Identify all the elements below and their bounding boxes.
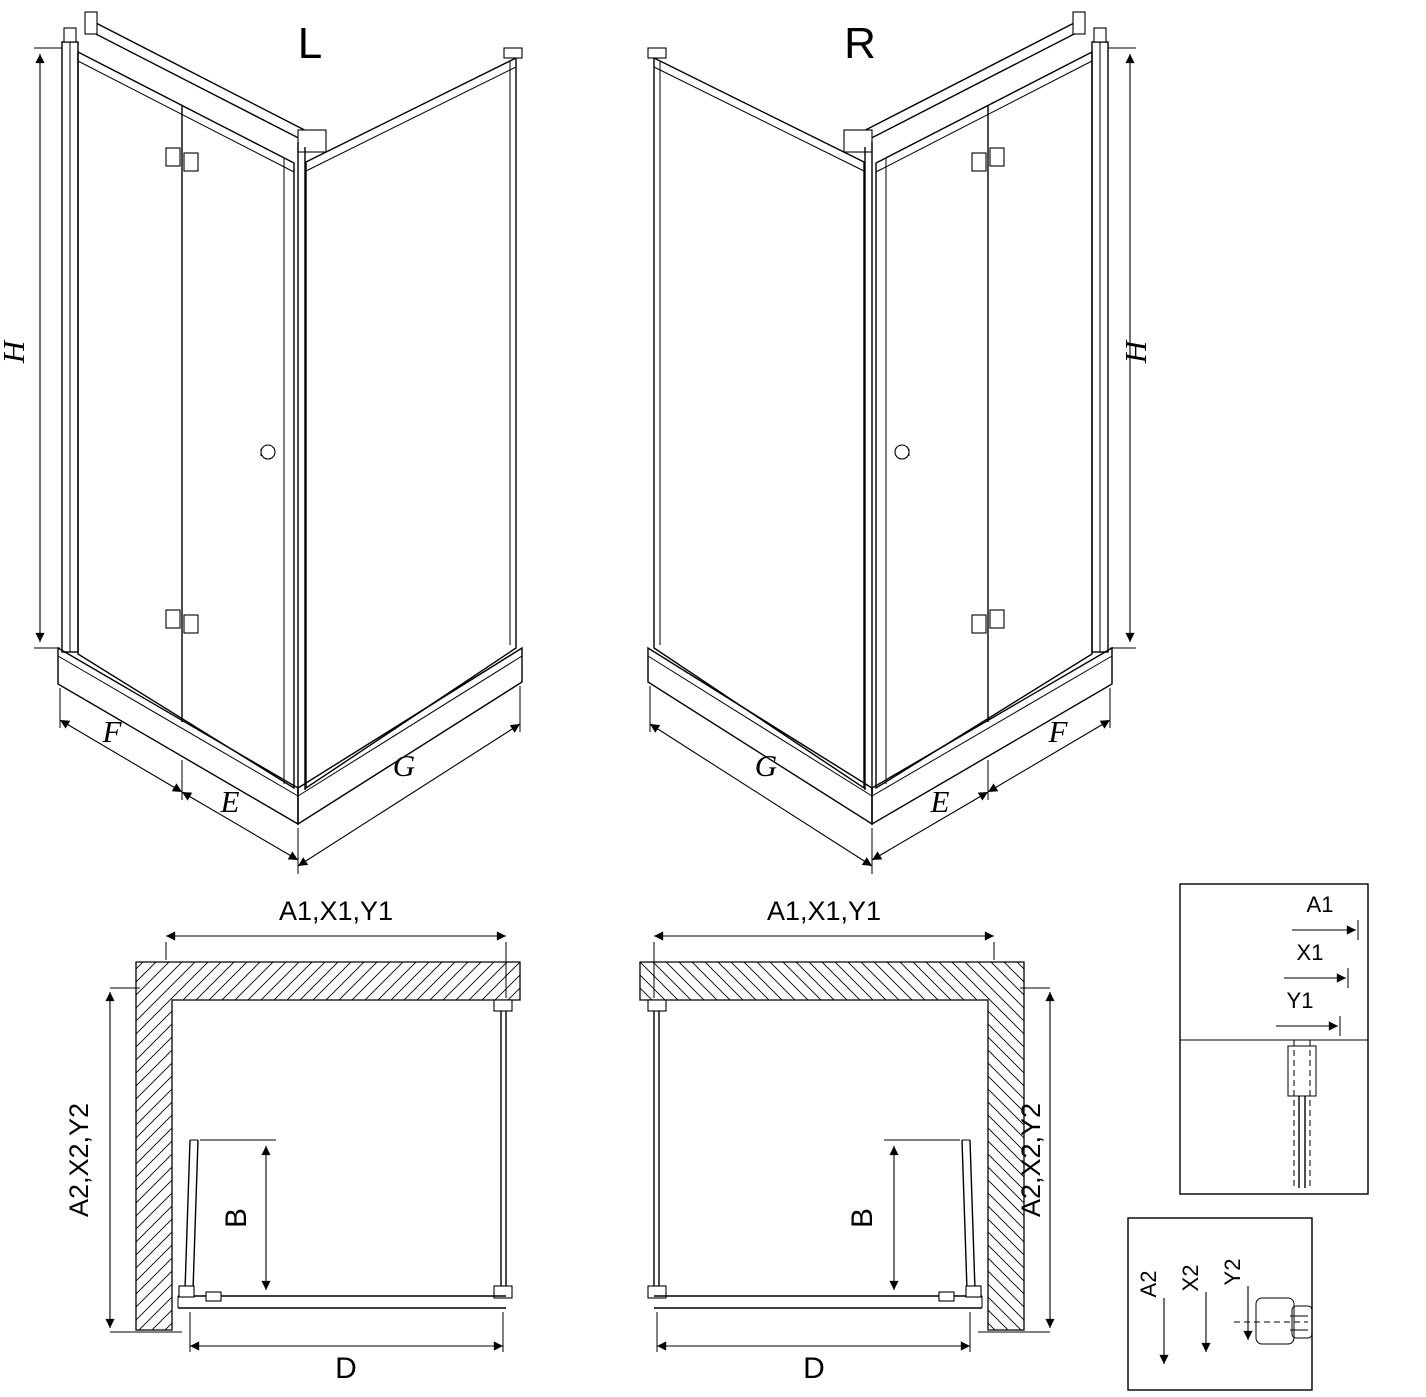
front-outer-dim-label-left: F [102, 714, 123, 749]
detail-y2-label: Y2 [1220, 1259, 1245, 1286]
height-dim-label-right: H [1118, 339, 1153, 364]
detail-a1-label: A1 [1307, 892, 1334, 917]
iso-view-right: R H F E G [648, 12, 1153, 874]
height-dim-label-left: H [0, 339, 31, 364]
variant-right-label: R [844, 19, 876, 68]
front-inner-dim-label-right: E [930, 784, 950, 819]
detail-view-bottom: A2 X2 Y2 [1127, 1217, 1313, 1391]
front-inner-dim-label-left: E [220, 784, 240, 819]
plan-structure-right [640, 936, 1050, 1352]
plan-left-door-dim-label: B [220, 1208, 253, 1228]
detail-view-top: A1 X1 Y1 [1179, 883, 1369, 1195]
plan-left-width-dim-label: D [335, 1352, 357, 1385]
detail-bottom-frame [1127, 1217, 1313, 1391]
plan-right-side-dim-label: A2,X2,Y2 [1016, 1103, 1046, 1217]
plan-view-left: A1,X1,Y1 A2,X2,Y2 B D [64, 896, 520, 1385]
plan-left-top-dim-label: A1,X1,Y1 [279, 896, 393, 926]
plan-view-right: A1,X1,Y1 A2,X2,Y2 B D [640, 896, 1050, 1385]
plan-right-width-dim-label: D [803, 1352, 825, 1385]
detail-x1-label: X1 [1297, 940, 1324, 965]
plan-right-top-dim-label: A1,X1,Y1 [767, 896, 881, 926]
detail-a2-label: A2 [1136, 1271, 1161, 1298]
plan-right-door-dim-label: B [846, 1208, 879, 1228]
variant-left-label: L [298, 19, 322, 68]
detail-top-frame [1179, 883, 1369, 1195]
detail-y1-label: Y1 [1287, 988, 1314, 1013]
iso-view-left: L H F E G [0, 12, 522, 874]
detail-x2-label: X2 [1178, 1265, 1203, 1292]
side-dim-label-left: G [393, 748, 415, 783]
plan-left-side-dim-label: A2,X2,Y2 [64, 1103, 94, 1217]
plan-structure-left [110, 936, 520, 1352]
side-dim-label-right: G [755, 748, 777, 783]
front-outer-dim-label-right: F [1048, 714, 1069, 749]
